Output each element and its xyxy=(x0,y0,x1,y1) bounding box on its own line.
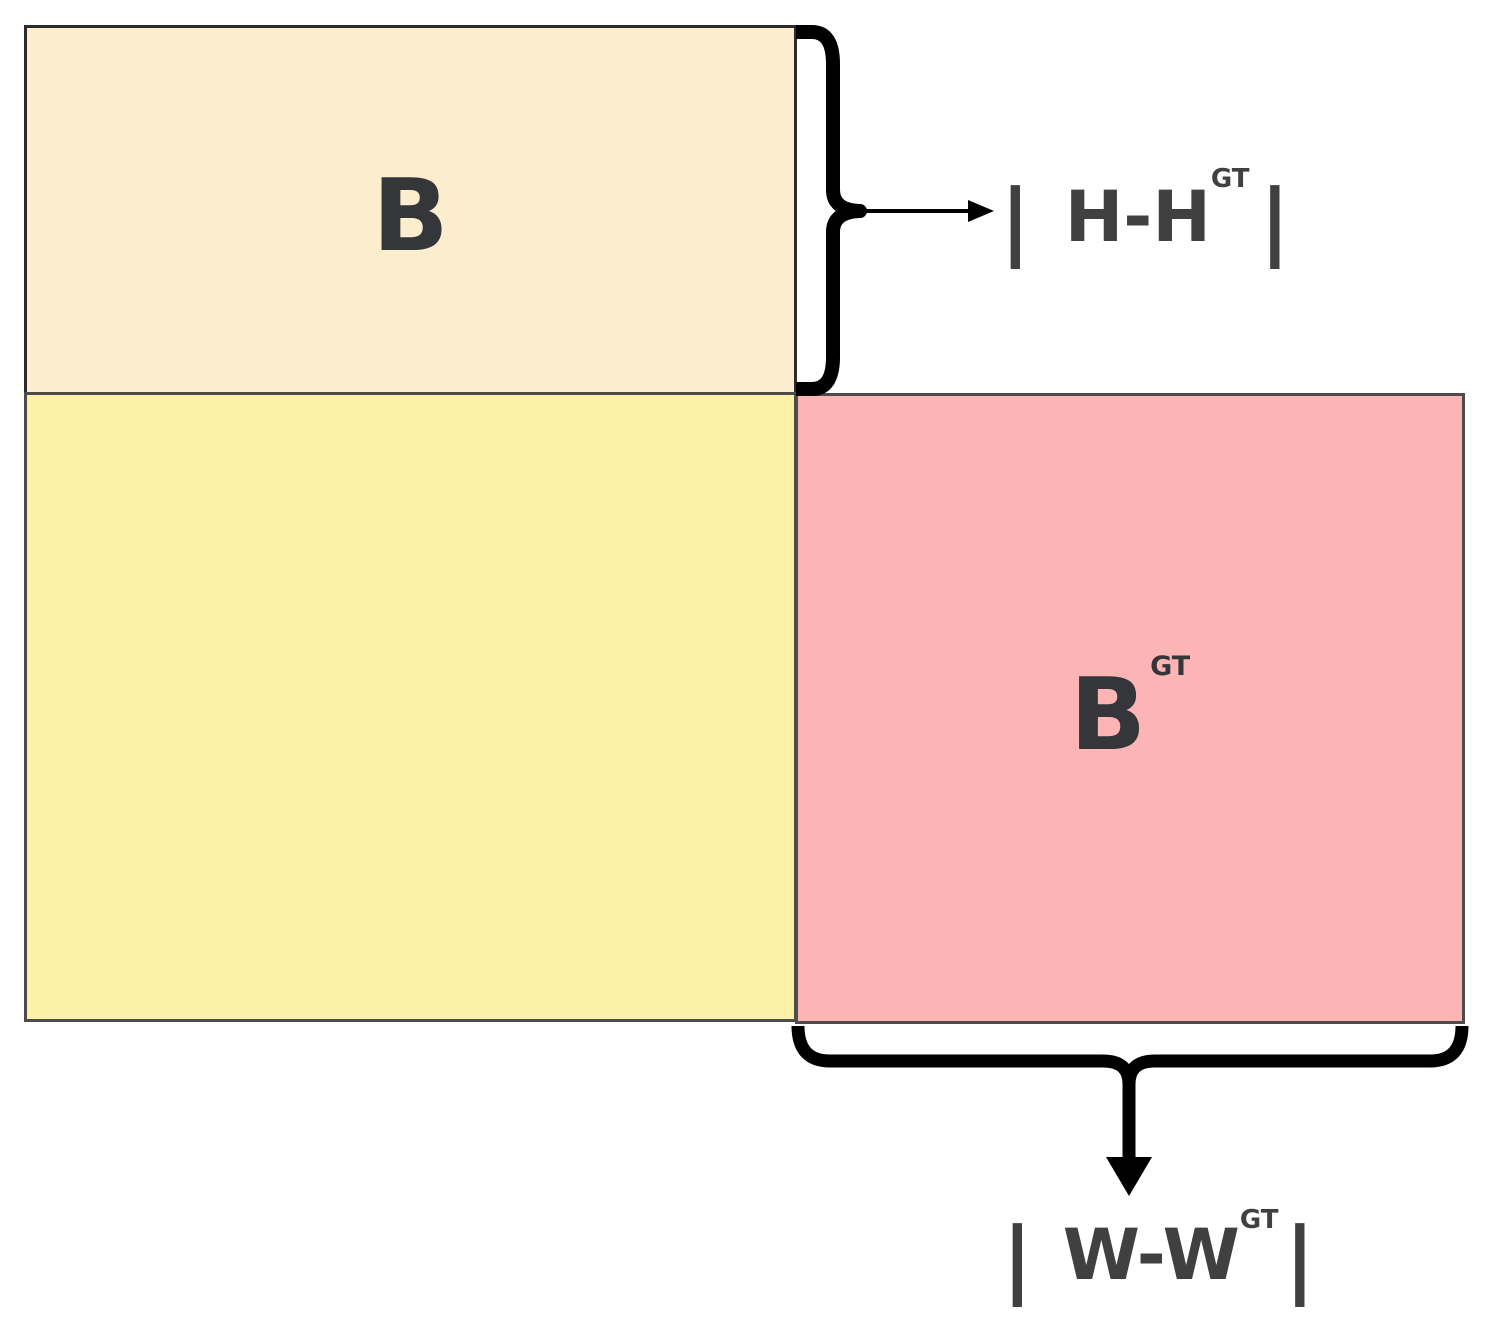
matrix-b-block: B xyxy=(24,25,797,395)
matrix-b-gt-label: B GT xyxy=(1069,653,1190,773)
w-formula-superscript: GT xyxy=(1239,1205,1279,1235)
h-arrowhead-icon xyxy=(968,200,994,222)
h-open-abs-bar: | xyxy=(1000,171,1031,269)
w-arrowhead-icon xyxy=(1106,1157,1152,1196)
matrix-b-gt-letter: B xyxy=(1069,655,1147,773)
w-formula-main: W-W xyxy=(1062,1214,1240,1296)
width-brace-icon xyxy=(791,1025,1469,1091)
w-close-abs-bar: | xyxy=(1284,1209,1316,1307)
matrix-b-gt-superscript: GT xyxy=(1150,650,1191,682)
h-formula-main: H-H xyxy=(1064,176,1211,258)
h-difference-formula: | H-H GT | xyxy=(1000,166,1291,269)
matrix-b-label: B xyxy=(372,166,448,266)
w-difference-formula: | W-W GT | xyxy=(1002,1207,1316,1307)
matrix-b-letter: B xyxy=(372,157,449,274)
height-brace-icon xyxy=(796,25,867,396)
matrix-b-gt-block: B GT xyxy=(795,393,1465,1024)
matrix-w-block xyxy=(24,392,797,1022)
h-formula-superscript: GT xyxy=(1210,164,1250,194)
w-open-abs-bar: | xyxy=(1002,1209,1033,1307)
h-close-abs-bar: | xyxy=(1259,171,1291,269)
